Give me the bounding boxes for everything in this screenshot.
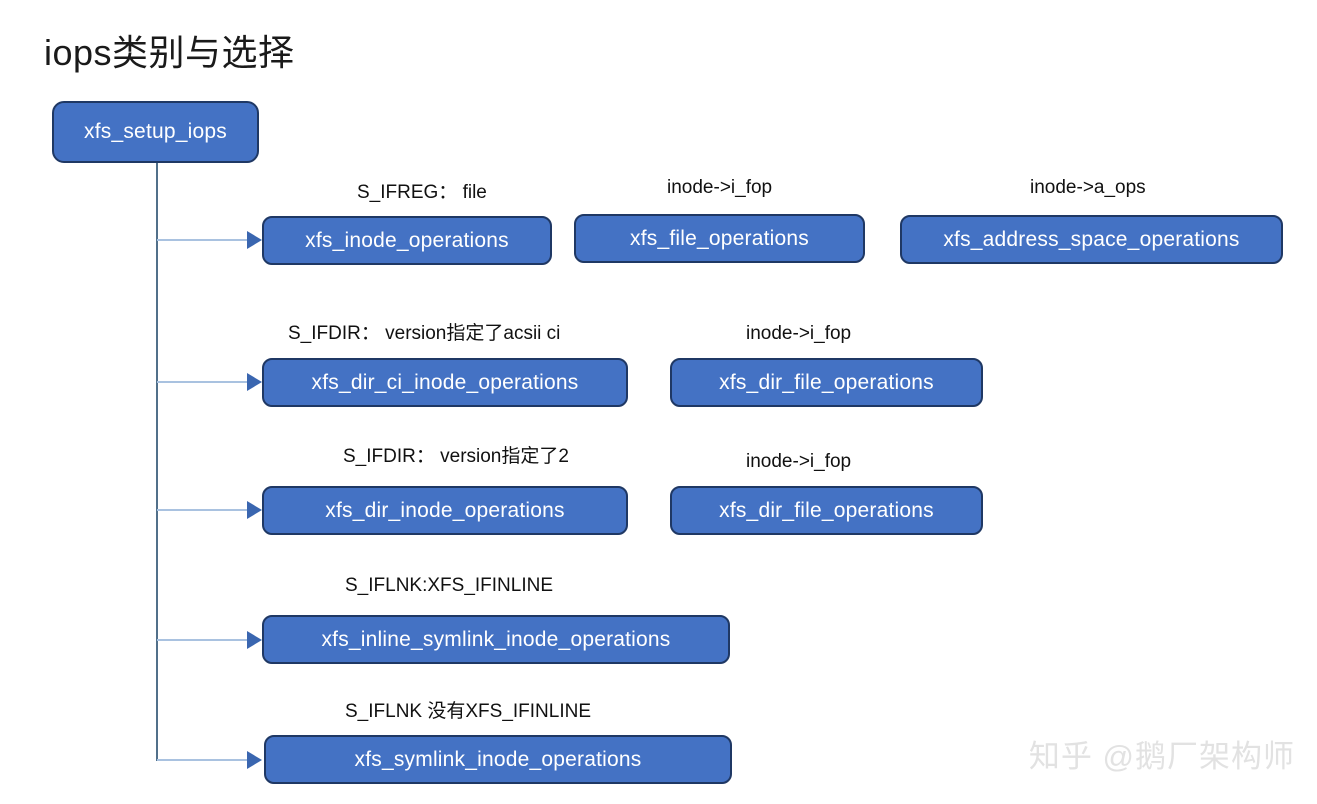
node-label: xfs_file_operations — [630, 226, 809, 250]
node-xfs-address-space-operations[interactable]: xfs_address_space_operations — [900, 215, 1283, 264]
branch-line-5 — [157, 759, 247, 761]
branch-arrow-4 — [247, 631, 262, 649]
branch-arrow-1 — [247, 231, 262, 249]
node-label: xfs_symlink_inode_operations — [354, 747, 642, 771]
caption-branch-1-extra-1: inode->i_fop — [667, 177, 773, 198]
branch-line-1 — [157, 239, 247, 241]
branch-arrow-2 — [247, 373, 262, 391]
caption-branch-1-extra-2: inode->a_ops — [1030, 177, 1146, 198]
caption-branch-2-extra-1: inode->i_fop — [746, 323, 852, 344]
node-label: xfs_dir_file_operations — [719, 370, 934, 394]
trunk-connector — [156, 163, 158, 761]
node-xfs-file-operations[interactable]: xfs_file_operations — [574, 214, 865, 263]
node-label: xfs_setup_iops — [84, 120, 227, 143]
node-label: xfs_inode_operations — [305, 228, 509, 252]
branch-line-3 — [157, 509, 247, 511]
node-label: xfs_address_space_operations — [943, 227, 1240, 251]
watermark: 知乎 @鹅厂架构师 — [1028, 739, 1295, 774]
page-title: iops类别与选择 — [44, 32, 295, 73]
node-xfs-dir-inode-operations[interactable]: xfs_dir_inode_operations — [262, 486, 628, 535]
branch-line-2 — [157, 381, 247, 383]
caption-branch-3-condition: S_IFDIR： version指定了2 — [343, 446, 569, 467]
caption-branch-5-condition: S_IFLNK 没有XFS_IFINLINE — [345, 701, 592, 722]
branch-arrow-5 — [247, 751, 262, 769]
node-xfs-dir-file-operations-2[interactable]: xfs_dir_file_operations — [670, 486, 983, 535]
node-label: xfs_dir_ci_inode_operations — [311, 370, 579, 394]
caption-branch-3-extra-1: inode->i_fop — [746, 451, 852, 472]
caption-branch-1-condition: S_IFREG： file — [357, 182, 487, 203]
node-xfs-symlink-inode-operations[interactable]: xfs_symlink_inode_operations — [264, 735, 732, 784]
node-xfs-dir-file-operations-1[interactable]: xfs_dir_file_operations — [670, 358, 983, 407]
node-label: xfs_inline_symlink_inode_operations — [321, 627, 671, 651]
node-label: xfs_dir_file_operations — [719, 498, 934, 522]
node-label: xfs_dir_inode_operations — [325, 498, 565, 522]
node-xfs-setup-iops[interactable]: xfs_setup_iops — [52, 101, 259, 163]
branch-arrow-3 — [247, 501, 262, 519]
branch-line-4 — [157, 639, 247, 641]
node-xfs-dir-ci-inode-operations[interactable]: xfs_dir_ci_inode_operations — [262, 358, 628, 407]
node-xfs-inline-symlink-inode-operations[interactable]: xfs_inline_symlink_inode_operations — [262, 615, 730, 664]
caption-branch-2-condition: S_IFDIR： version指定了acsii ci — [288, 323, 561, 344]
node-xfs-inode-operations[interactable]: xfs_inode_operations — [262, 216, 552, 265]
caption-branch-4-condition: S_IFLNK:XFS_IFINLINE — [345, 575, 554, 596]
